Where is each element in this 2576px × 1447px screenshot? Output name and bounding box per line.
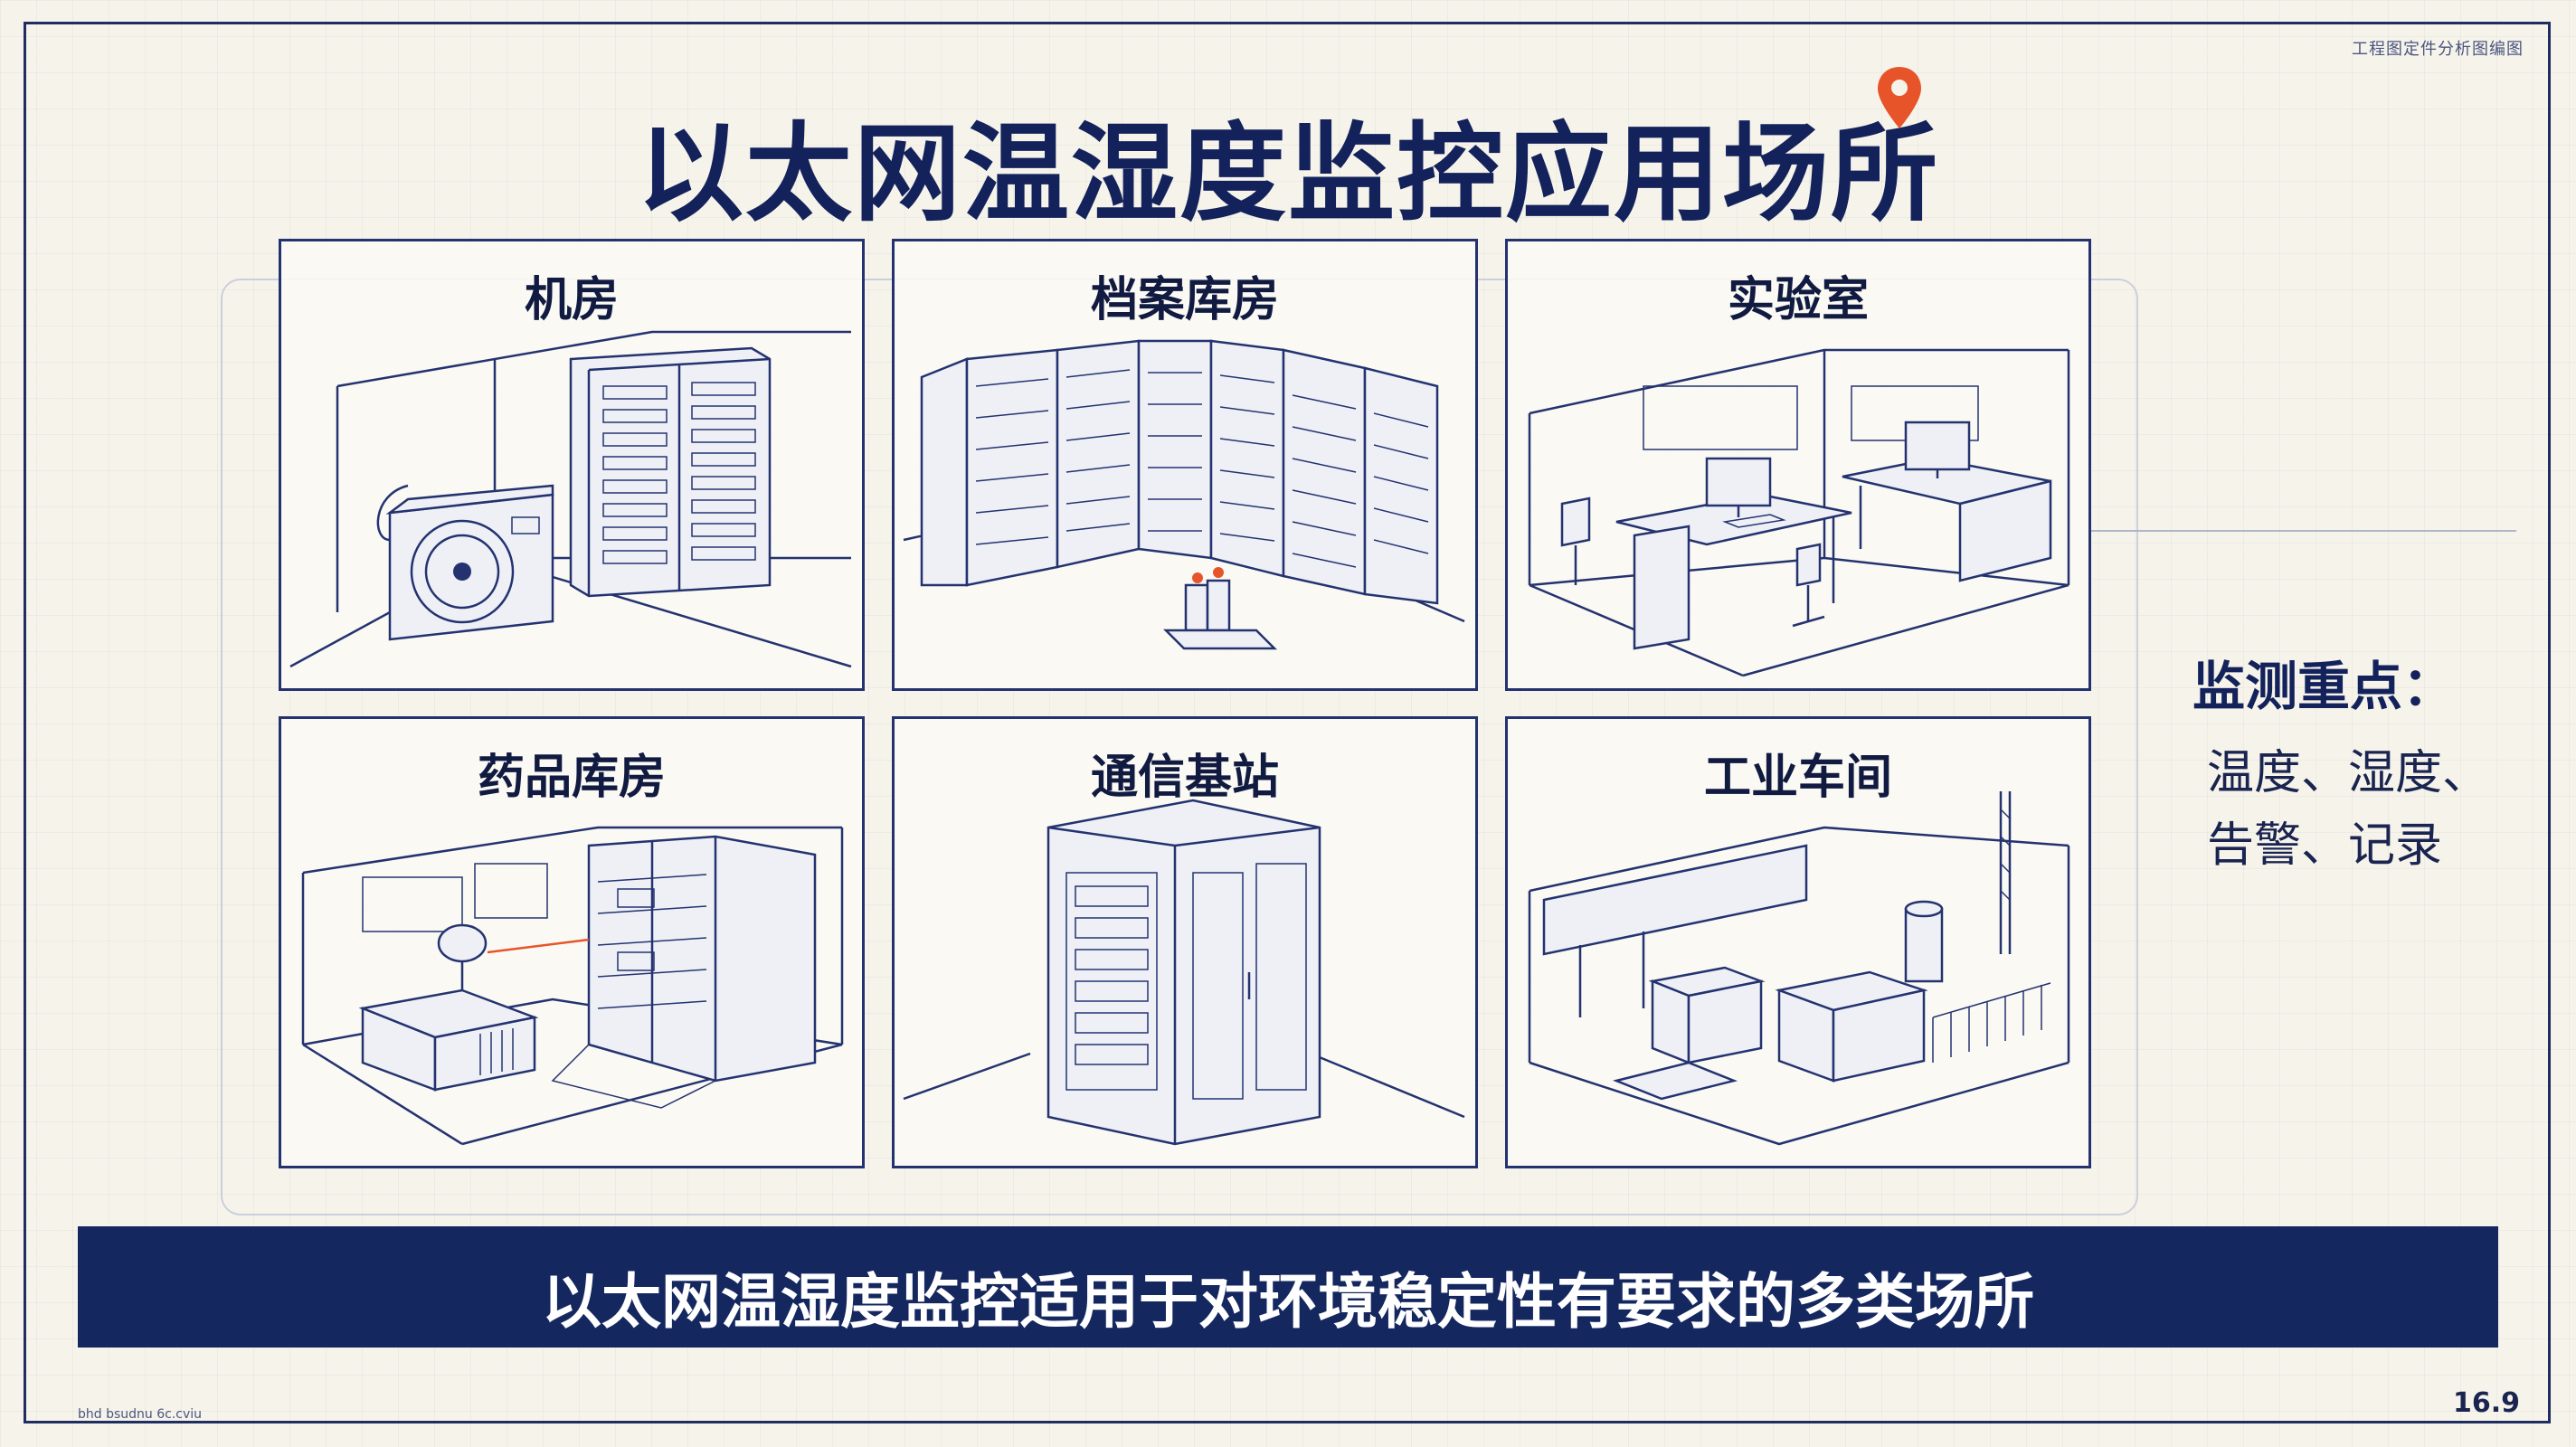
panel-medicine-storage: 药品库房 <box>279 716 865 1168</box>
monitoring-line-2: 告警、记录 <box>2207 818 2443 873</box>
top-note: 工程图定件分析图编图 <box>2352 40 2524 59</box>
panel-industrial-workshop: 工业车间 <box>1505 716 2091 1168</box>
page-frame <box>24 22 2551 1423</box>
panel-label: 工业车间 <box>1703 751 1892 805</box>
laboratory-icon <box>1528 348 2070 677</box>
summary-banner: 以太网温湿度监控适用于对环境稳定性有要求的多类场所 <box>78 1226 2498 1348</box>
telecom-cabinet-icon <box>903 799 1465 1146</box>
panel-label: 机房 <box>524 273 619 327</box>
monitoring-title: 监测重点： <box>2192 656 2456 717</box>
connector-line <box>2091 530 2516 532</box>
monitoring-line-1: 温度、湿度、 <box>2207 746 2490 800</box>
location-pin-icon <box>1878 67 1921 128</box>
panel-server-room: 机房 <box>279 239 865 691</box>
bottom-note: bhd bsudnu 6c.cviu <box>78 1407 203 1422</box>
archive-shelves-icon <box>903 339 1465 650</box>
panel-telecom-station: 通信基站 <box>892 716 1478 1168</box>
panel-laboratory: 实验室 <box>1505 239 2091 691</box>
panel-label: 实验室 <box>1727 273 1869 327</box>
factory-workshop-icon <box>1528 791 2070 1146</box>
panel-label: 通信基站 <box>1090 751 1279 805</box>
banner-text: 以太网温湿度监控适用于对环境稳定性有要求的多类场所 <box>542 1267 2034 1337</box>
page-title: 以太网温湿度监控应用场所 <box>636 111 1939 236</box>
panel-label: 档案库房 <box>1090 273 1279 327</box>
medicine-storage-icon <box>301 826 844 1146</box>
ratio-label: 16.9 <box>2452 1387 2520 1419</box>
server-room-icon <box>289 330 852 668</box>
panel-archive: 档案库房 <box>892 239 1478 691</box>
panel-label: 药品库房 <box>477 751 666 805</box>
